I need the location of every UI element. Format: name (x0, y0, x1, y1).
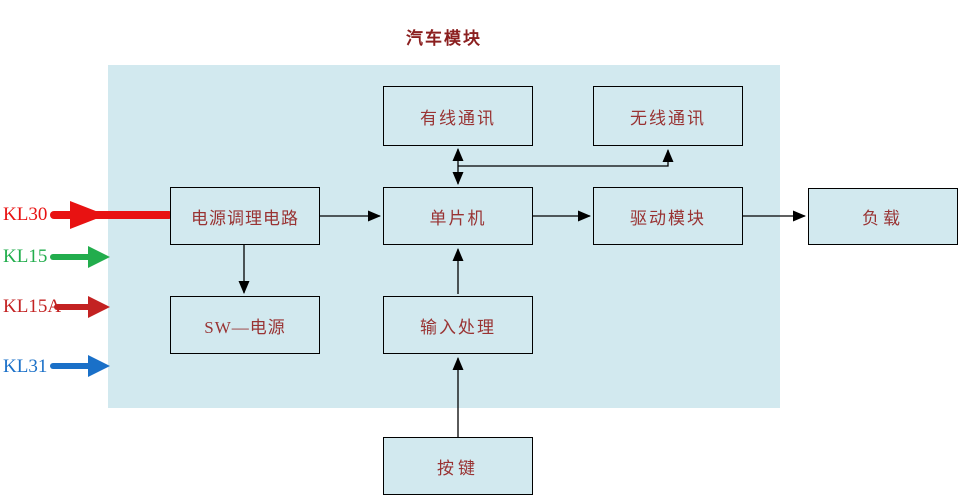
diagram-title: 汽车模块 (406, 29, 482, 48)
box-key-button: 按键 (383, 437, 533, 495)
box-mcu-label: 单片机 (429, 208, 487, 228)
kl31-label: KL31 (3, 356, 48, 377)
box-wireless-comm: 无线通讯 (593, 86, 743, 146)
box-wired-comm: 有线通讯 (383, 86, 533, 146)
box-power-conditioning: 电源调理电路 (170, 187, 320, 245)
box-driver-module: 驱动模块 (593, 187, 743, 245)
box-wireless-comm-label: 无线通讯 (630, 108, 706, 128)
box-wired-comm-label: 有线通讯 (420, 108, 496, 128)
box-sw-power-label: SW—电源 (204, 317, 286, 337)
box-input-processing: 输入处理 (383, 296, 533, 354)
box-mcu: 单片机 (383, 187, 533, 245)
box-input-processing-label: 输入处理 (420, 317, 496, 337)
box-sw-power: SW—电源 (170, 296, 320, 354)
box-driver-module-label: 驱动模块 (630, 208, 706, 228)
kl15-label: KL15 (3, 246, 48, 267)
kl30-label: KL30 (3, 204, 48, 225)
box-key-button-label: 按键 (437, 458, 479, 478)
box-power-conditioning-label: 电源调理电路 (191, 208, 299, 228)
box-load-label: 负载 (862, 209, 904, 228)
kl15a-label: KL15A (3, 296, 62, 317)
box-load: 负载 (808, 188, 958, 245)
